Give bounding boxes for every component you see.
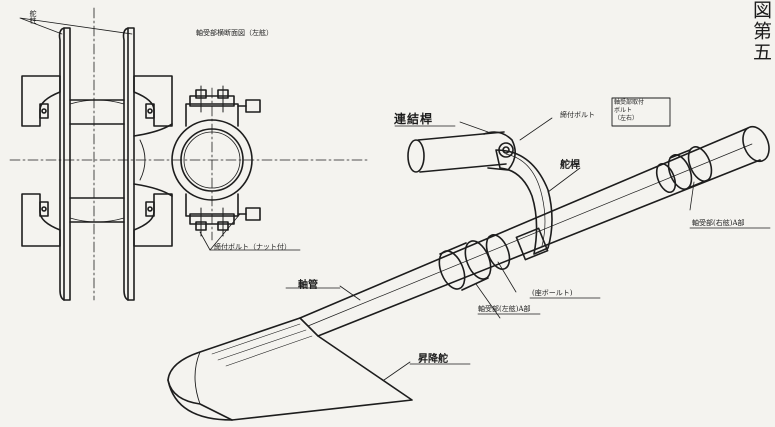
label-connecting-rod: 連結桿 xyxy=(394,112,434,126)
label-rudder-blade: 昇降舵 xyxy=(418,354,448,365)
note-line: 軸受部取付 xyxy=(614,99,645,106)
note-line: ボルト xyxy=(614,107,633,114)
label-rudder-post: 舵柱 xyxy=(29,10,37,24)
bearing-sleeve-right xyxy=(655,146,713,194)
label-tiller-arm: 舵桿 xyxy=(560,160,580,171)
note-line: （左右） xyxy=(614,115,639,122)
label-bearing-right: 軸受部(右舷)A部 xyxy=(692,219,745,227)
note-box: 軸受部取付 ボルト （左右） xyxy=(614,99,670,123)
bearing-cross-section xyxy=(9,7,371,301)
label-shaft-tube: 軸管 xyxy=(298,280,318,291)
label-clamp-bolt: 締付ボルト（ナット付） xyxy=(214,243,291,251)
figure-number: 図第五 xyxy=(750,0,772,63)
cross-section-title: 軸受部横断面図（左舷） xyxy=(196,29,273,37)
assembly-perspective xyxy=(167,97,771,421)
bearing-sleeve-center xyxy=(438,234,511,291)
label-bearing-center: 軸受部(左舷)A部 xyxy=(478,305,531,313)
label-top-bolt: 締付ボルト xyxy=(560,111,595,119)
label-bearing-center-bolt: (座ボールト) xyxy=(532,289,573,297)
